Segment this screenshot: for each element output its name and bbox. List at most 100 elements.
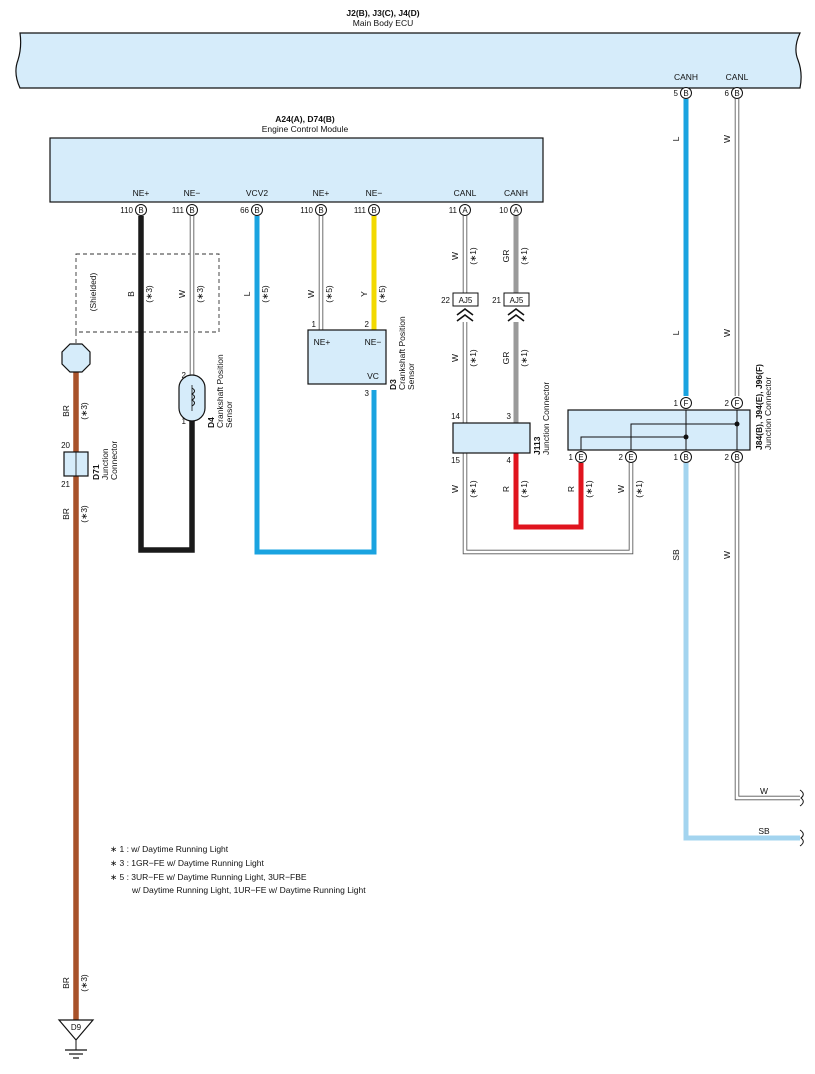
ecm-pin-ne-plus-label: NE+ [133,188,150,198]
svg-text:1: 1 [674,399,679,408]
svg-text:110: 110 [120,206,133,215]
svg-text:B: B [734,89,739,98]
svg-text:B: B [254,206,259,215]
svg-text:2: 2 [182,371,187,380]
wire-label-r-right: R [566,486,576,492]
note-5: ∗ 5 : 3UR−FE w/ Daytime Running Light, 3… [110,872,307,882]
svg-text:NE−: NE− [365,337,382,347]
svg-text:15: 15 [451,456,460,465]
d4-name2: Sensor [224,401,234,428]
wire-label-w-canl-main-lower: W [722,329,732,337]
svg-text:111: 111 [172,206,185,215]
svg-text:6: 6 [725,89,730,98]
svg-text:2: 2 [725,399,730,408]
svg-text:A: A [462,206,468,215]
svg-text:5: 5 [674,89,679,98]
ecm-pin-ne-minus-2-label: NE− [366,188,383,198]
j113-name: Junction Connector [541,382,551,455]
wire-label-w-canl-lower: W [450,354,460,362]
svg-text:110: 110 [300,206,313,215]
d71-connector: 20 21 [61,441,89,489]
wire-note-br-mid: (∗3) [79,505,89,523]
wire-label-w-j113: W [450,485,460,493]
main-ecu-pin-6: 6 B [725,87,743,99]
wire-note-r-left: (∗1) [519,480,529,498]
wire-note-gr-upper: (∗1) [519,247,529,265]
svg-text:66: 66 [240,206,249,215]
svg-text:21: 21 [61,480,70,489]
j84-pin-e2: 2 E [619,451,637,463]
wire-label-w-canl-main-upper: W [722,135,732,143]
svg-text:3: 3 [507,412,512,421]
main-ecu-box [15,32,802,89]
wire-note-gr-lower: (∗1) [519,349,529,367]
aj5-connector-21: 21 AJ5 [492,292,530,322]
wire-label-w-d4: W [177,290,187,298]
note-3: ∗ 3 : 1GR−FE w/ Daytime Running Light [110,858,264,868]
d71-name1: Junction [100,448,110,480]
ground-d9: D9 [57,1019,95,1059]
svg-text:B: B [683,89,688,98]
wire-ne-plus-black [138,216,195,553]
wire-break-w [799,789,804,807]
ecm-name: Engine Control Module [262,124,349,134]
wire-note-w-j113: (∗1) [468,480,478,498]
wire-j113-15-to-j84-e2-white [462,453,634,555]
ecm-pin-ne-plus-2-label: NE+ [313,188,330,198]
j84-pin-e1: 1 E [569,451,587,463]
wire-label-sb-end: SB [758,826,770,836]
wire-label-w-e2: W [616,485,626,493]
d4-sensor: 2 1 [178,371,206,426]
main-ecu-pin-canh-label: CANH [674,72,698,82]
main-ecu-name: Main Body ECU [353,18,413,28]
svg-text:1: 1 [182,417,187,426]
wire-label-gr-upper: GR [501,250,511,263]
shield-ground-octagon [61,343,91,373]
wire-label-l: L [242,291,252,296]
ecm-pin-110: 110 B [120,204,147,216]
d3-name1: Crankshaft Position [397,316,407,390]
d71-code: D71 [91,464,101,480]
wire-label-br-upper: BR [61,405,71,417]
svg-text:B: B [189,206,194,215]
j84-pin-f1: 1 F [674,397,692,409]
svg-text:10: 10 [499,206,508,215]
wire-label-l-canh-lower: L [671,330,681,335]
j113-code: J113 [532,436,542,455]
j84-code: J84(B), J94(E), J96(F) [754,364,764,450]
shielded-label: (Shielded) [88,272,98,311]
svg-text:AJ5: AJ5 [459,296,473,305]
svg-text:E: E [578,453,583,462]
wire-label-b: B [126,291,136,297]
j84-pin-b2: 2 B [725,451,743,463]
wire-j113-4-to-j84-e1-red [513,453,584,530]
wire-label-r-left: R [501,486,511,492]
wire-note-w-d4: (∗3) [195,285,205,303]
j84-name: Junction Connector [763,377,773,450]
wire-note-w-canl-lower: (∗1) [468,349,478,367]
svg-text:B: B [734,453,739,462]
ecm-pin-110-b: 110 B [300,204,327,216]
main-ecu-pin-canl-label: CANL [726,72,749,82]
ecm-pin-vcv2-label: VCV2 [246,188,268,198]
wire-note-w-e2: (∗1) [634,480,644,498]
wire-j84-b1-sky-out [683,463,800,841]
ecm-pin-111-b: 111 B [354,204,380,216]
svg-text:111: 111 [354,206,367,215]
j113-connector: 14 3 15 4 [451,412,531,465]
d4-code: D4 [206,417,216,428]
wire-vcv2-blue [254,216,377,555]
svg-text:B: B [683,453,688,462]
ecm-box [49,137,544,203]
svg-text:14: 14 [451,412,460,421]
svg-text:20: 20 [61,441,70,450]
wire-j84-b2-white-out [734,463,800,801]
note-1: ∗ 1 : w/ Daytime Running Light [110,844,229,854]
wire-label-w-d3: W [306,290,316,298]
aj5-connector-22: 22 AJ5 [441,292,479,322]
ecm-pin-canl-label: CANL [454,188,477,198]
svg-text:E: E [628,453,633,462]
wire-label-sb: SB [671,549,681,561]
note-5-cont: w/ Daytime Running Light, 1UR−FE w/ Dayt… [131,885,366,895]
svg-text:F: F [684,399,689,408]
